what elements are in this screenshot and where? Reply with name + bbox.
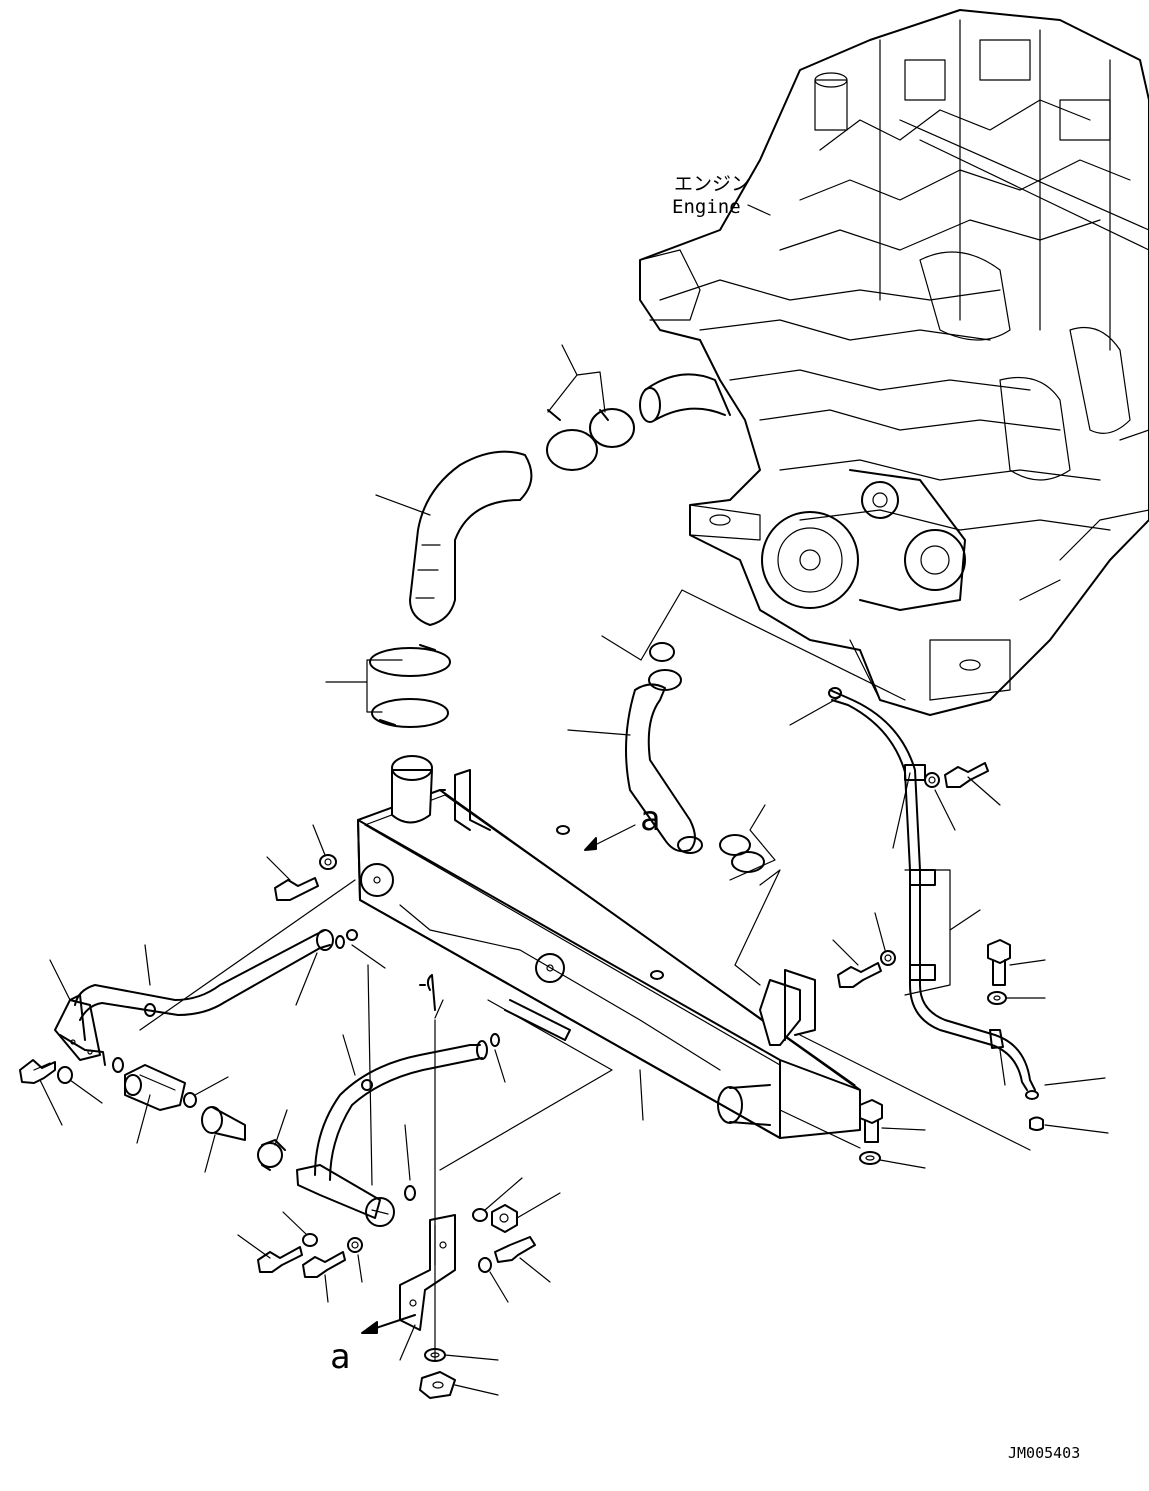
bracket-right-leader-4 [489, 1271, 509, 1303]
tank-left-bolt-leader [266, 856, 291, 881]
bracket-bolt-leader-2 [324, 1274, 329, 1303]
small-hose-clamps [648, 642, 765, 873]
large-hose-leader [375, 494, 431, 516]
bracket-right-leader-1 [484, 1177, 523, 1211]
left-tube-leader [49, 959, 71, 1001]
tank-tube-ref [439, 999, 613, 1171]
lower-hose-clamps [369, 644, 451, 728]
left-o-ring-leader [144, 944, 151, 986]
right-tube-box-ref [904, 869, 951, 996]
small-hose [625, 683, 703, 854]
o-ring-d [183, 1092, 197, 1108]
small-hose-leader [567, 729, 631, 736]
clamp-leader [547, 344, 606, 413]
engine-label-en: Engine [672, 196, 741, 218]
o-ring-a [144, 1003, 156, 1017]
tank-left-bolt [274, 854, 337, 901]
right-bolt-leader-2 [832, 939, 859, 966]
left-ref-diagonal [139, 879, 356, 1031]
clamp-to-tank-ref [734, 869, 781, 986]
left-bolt-leader [39, 1079, 63, 1126]
view-a-label-top: a [640, 799, 660, 839]
left-clip-leader [295, 952, 318, 1006]
lower-small-clamps-leader [729, 804, 776, 881]
right-washer-leader-2 [874, 912, 886, 951]
o-ring-f-leader [404, 1124, 411, 1181]
right-ref-diagonal [799, 1034, 1031, 1151]
o-ring-b-leader [351, 944, 386, 969]
view-a-label-bottom: a [330, 1337, 350, 1377]
bracket-bolts [257, 1233, 363, 1278]
large-hose [409, 450, 533, 626]
bracket-bolt-leader-1 [237, 1234, 271, 1259]
bracket-washer-leader-2 [357, 1254, 363, 1283]
union-leader [136, 1094, 151, 1144]
tank-left-washer-leader [312, 824, 326, 856]
mount-bracket [399, 1214, 456, 1331]
middle-tube-leader [342, 1034, 356, 1076]
engine-label-jp: エンジン [674, 173, 750, 195]
tank-leader [639, 1069, 644, 1121]
nipple-leader [204, 1134, 216, 1173]
o-ring-c [112, 1057, 124, 1073]
engine-label-leader [747, 204, 771, 216]
right-tube-clamp-leader [999, 1049, 1006, 1086]
right-tube-clip-leader [892, 772, 911, 849]
right-washer-leader-1 [934, 789, 956, 831]
washer-leader-2 [454, 1384, 499, 1396]
right-tube-end-leader [1044, 1124, 1109, 1134]
o-ring-e-leader [494, 1049, 506, 1083]
middle-tube [296, 974, 500, 1227]
far-right-bolt-leader [1009, 959, 1046, 966]
left-washer-leader [69, 1079, 103, 1104]
lower-clamps-leader [325, 659, 403, 713]
tank-right-washer-leader [879, 1159, 926, 1169]
tank-right-bolt [859, 1099, 883, 1165]
engine-assembly [639, 9, 1149, 716]
tank-bottom-ref [779, 1109, 861, 1149]
drawing-number: JM005403 [1008, 1444, 1080, 1462]
bracket-right-leader-2 [516, 1192, 561, 1219]
bracket-right-leader-3 [519, 1257, 551, 1283]
engine-outlet-pipe [644, 373, 731, 421]
bolt-leader-top [434, 999, 444, 1019]
upper-hose-clamps [546, 408, 635, 471]
bracket-right-fasteners [472, 1204, 536, 1273]
bottom-washers [419, 1348, 456, 1399]
right-tube [828, 687, 1044, 1131]
right-tube-leader-bottom [1044, 1077, 1106, 1086]
o-ring-f [404, 1185, 416, 1201]
tank-right-bolt-leader [881, 1127, 926, 1131]
far-right-bolt [987, 939, 1011, 1005]
nipple-connector [201, 1106, 246, 1141]
bracket-leader [399, 1324, 416, 1361]
washer-leader-1 [444, 1354, 499, 1361]
right-tube-leader-top [789, 696, 841, 726]
union-fitting [124, 1064, 186, 1111]
right-bolt-leader-1 [967, 776, 1001, 806]
right-bolts [837, 762, 989, 988]
bracket-washer-leader-1 [282, 1211, 308, 1236]
main-tank [357, 755, 861, 1139]
small-clamp-leader [274, 1109, 288, 1146]
o-ring-d-leader [194, 1076, 229, 1096]
left-bolt [19, 1059, 73, 1084]
left-ref-line [367, 964, 373, 1186]
small-clamp [257, 1139, 286, 1171]
right-tube-box-leader [949, 909, 981, 931]
upper-small-clamps-leader [601, 589, 906, 701]
left-tube-assembly [54, 929, 358, 1066]
